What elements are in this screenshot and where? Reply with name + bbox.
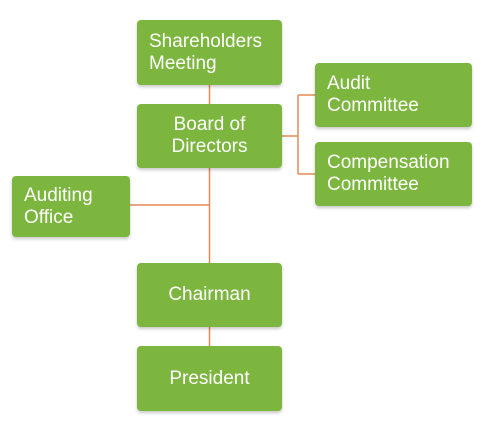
node-label-line2: Meeting xyxy=(149,52,217,74)
node-label-line1: Board of xyxy=(173,114,246,135)
node-label-line2: Committee xyxy=(327,95,419,116)
node-label: Chairman xyxy=(168,284,251,305)
node-shareholders-meeting: Shareholders Meeting xyxy=(137,20,282,85)
node-audit-committee: Audit Committee xyxy=(315,63,472,127)
node-label-line1: Auditing xyxy=(24,184,93,206)
node-president: President xyxy=(137,346,282,411)
node-board-of-directors: Board of Directors xyxy=(137,104,282,168)
node-compensation-committee: Compensation Committee xyxy=(315,142,472,206)
node-label-line1: Compensation xyxy=(327,152,450,173)
node-label-line2: Committee xyxy=(327,174,419,195)
node-chairman: Chairman xyxy=(137,263,282,327)
node-label: President xyxy=(169,367,250,389)
node-label-line2: Directors xyxy=(171,136,248,157)
node-auditing-office: Auditing Office xyxy=(12,176,130,237)
node-label-line2: Office xyxy=(24,206,74,228)
node-label-line1: Shareholders xyxy=(149,30,263,52)
node-label-line1: Audit xyxy=(327,73,371,94)
